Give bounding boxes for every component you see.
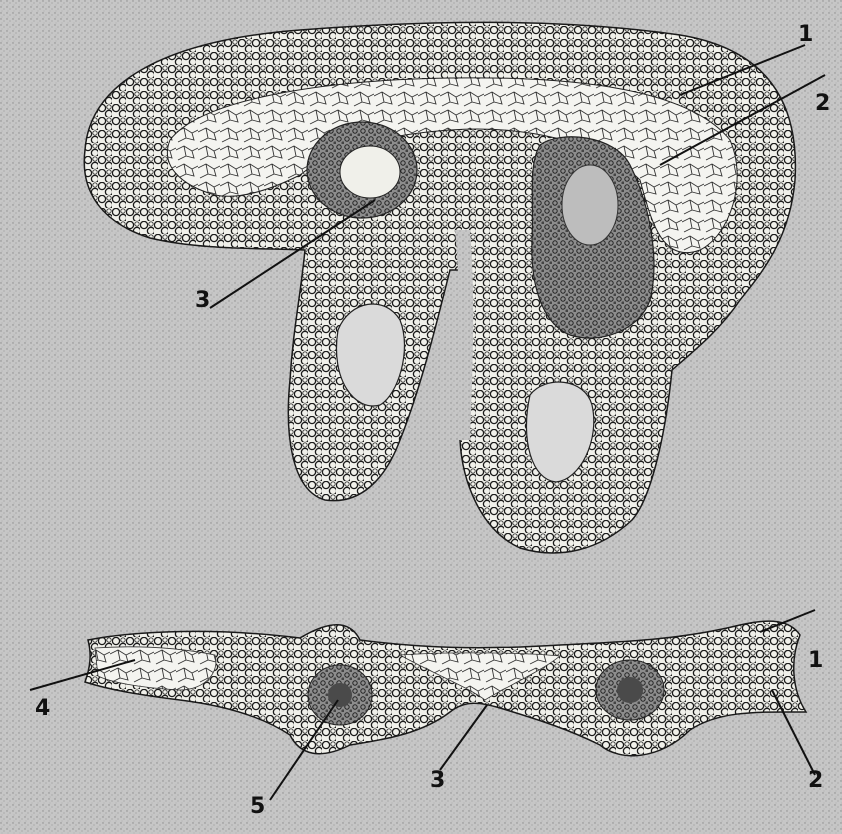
label-bottom-1: 1 (808, 650, 823, 672)
label-bottom-5: 5 (250, 796, 265, 818)
label-bottom-4: 4 (35, 698, 50, 720)
lower-left-node-core (328, 683, 352, 707)
label-top-3: 3 (195, 290, 210, 312)
label-bottom-3: 3 (430, 770, 445, 792)
left-dense-core (340, 146, 400, 198)
label-top-2: 2 (815, 93, 830, 115)
label-top-1: 1 (798, 24, 813, 46)
label-bottom-2: 2 (808, 770, 823, 792)
lower-right-node-core (617, 677, 643, 703)
right-dense-core (562, 165, 618, 245)
